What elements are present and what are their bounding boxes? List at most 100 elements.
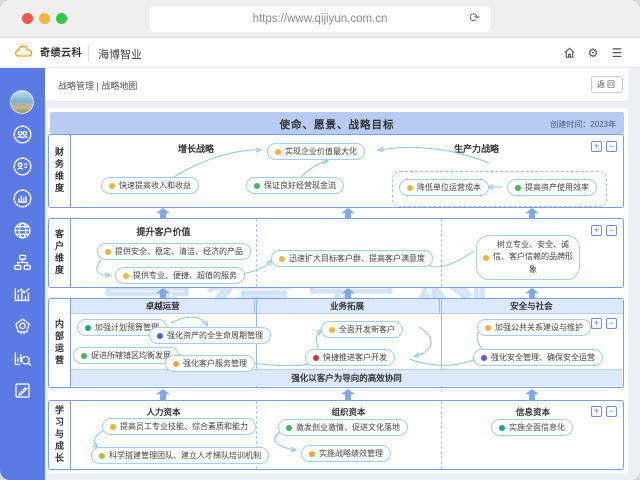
status-dot [485, 324, 491, 331]
column-divider [441, 219, 442, 287]
logo-text: 奇绩云科 [40, 47, 82, 59]
status-dot [81, 352, 87, 359]
strategy-node[interactable]: 加强公共关系建设与维护 [477, 319, 591, 336]
bar-chart-icon[interactable] [13, 189, 32, 208]
row-finance: 财务维度 + − 增长战略 生产力战略 实现企业价值最大化 快速提高收入和收益 [48, 134, 624, 208]
strategy-node[interactable]: 强化安全管理、确保安全运营 [473, 349, 603, 366]
users-icon[interactable] [13, 125, 32, 144]
strategy-label: 生产力战略 [453, 144, 499, 154]
status-dot [105, 248, 111, 255]
column-divider [441, 401, 442, 469]
status-dot [309, 450, 315, 457]
zoom-controls: + − [591, 318, 617, 329]
zoom-out-button[interactable]: − [606, 141, 617, 152]
strategy-node[interactable]: 快速提高收入和收益 [101, 177, 199, 194]
zoom-controls: + − [591, 141, 617, 152]
column-headers: 卓越运营 业务拓展 安全与社会 [71, 299, 623, 314]
back-button[interactable]: 返回 [591, 76, 623, 93]
status-dot [329, 326, 335, 333]
strategy-node[interactable]: 促进所辖镇区均衡发展 [73, 347, 179, 364]
app-header: 奇绩云科 海博智业 ⚙ ☰ [0, 38, 640, 68]
avatar[interactable] [10, 90, 34, 114]
url-text: https://www.qijiyun.com.cn [252, 13, 388, 25]
up-arrow [156, 389, 170, 400]
menu-icon[interactable]: ☰ [611, 46, 623, 60]
status-dot [123, 272, 129, 279]
zoom-out-button[interactable]: − [606, 406, 617, 417]
column-header: 安全与社会 [510, 301, 553, 311]
gear-icon[interactable]: ⚙ [587, 46, 599, 60]
up-arrow [525, 288, 539, 299]
strategy-node[interactable]: 实施战略绩效管理 [301, 445, 391, 462]
strategy-node[interactable]: 提高员工专业技能、综合素质和能力 [102, 418, 256, 435]
analysis-search-icon[interactable] [13, 349, 32, 368]
minimize-window-button[interactable] [39, 13, 50, 24]
up-arrow [156, 208, 170, 219]
row-internal: 内部运营 卓越运营 业务拓展 安全与社会 + − [48, 298, 624, 388]
strategy-node[interactable]: 提高资产使用效率 [507, 179, 597, 196]
edit-icon[interactable] [13, 381, 32, 400]
status-dot [286, 424, 292, 431]
up-arrow [341, 208, 355, 219]
zoom-in-button[interactable]: + [591, 318, 602, 329]
strategy-node[interactable]: 迅速扩大目标客户群、提高客户满意度 [271, 250, 433, 267]
logo[interactable]: 奇绩云科 [14, 43, 82, 59]
status-dot [254, 182, 260, 189]
strategy-node[interactable]: 强化客户服务管理 [165, 355, 255, 372]
sidebar [0, 68, 45, 480]
status-dot [110, 423, 116, 430]
column-header: 卓越运营 [71, 299, 256, 313]
map-title: 使命、愿景、战略目标 [279, 119, 395, 131]
maximize-window-button[interactable] [56, 13, 67, 24]
strategy-node[interactable]: 提供安全、稳定、清洁、经济的产品 [97, 243, 251, 260]
column-header: 业务拓展 [255, 299, 440, 313]
strategy-node[interactable]: 实现企业价值最大化 [267, 143, 365, 160]
status-dot [275, 148, 281, 155]
report-icon[interactable] [13, 285, 32, 304]
dimension-label: 客户维度 [49, 219, 71, 287]
status-dot [407, 184, 413, 191]
zoom-in-button[interactable]: + [591, 406, 602, 417]
breadcrumb-bar: 战略管理 | 战略地图 返回 [45, 68, 628, 102]
strategy-node[interactable]: 快捷推进客户开发 [305, 349, 395, 366]
zoom-in-button[interactable]: + [591, 225, 602, 236]
home-icon[interactable] [562, 46, 576, 60]
column-header: 信息资本 [515, 407, 550, 417]
strategy-node[interactable]: 科学搭建管理团队、建立人才梯队培训机制 [91, 447, 269, 464]
address-bar[interactable]: https://www.qijiyun.com.cn ⟳ [150, 6, 490, 32]
strategy-node[interactable]: 强化资产的全生命周期管理 [149, 327, 271, 344]
dimension-label: 内部运营 [49, 299, 71, 387]
breadcrumb: 战略管理 | 战略地图 [58, 81, 138, 91]
main-content: 战略管理 | 战略地图 返回 奇绩云科 使命、愿景、战略目标 创建时间：2023… [45, 68, 640, 480]
badge-icon[interactable] [13, 317, 32, 336]
status-dot [157, 332, 163, 339]
strategy-node[interactable]: 保证良好经营现金流 [246, 177, 344, 194]
zoom-out-button[interactable]: − [606, 225, 617, 236]
row-learning: 学习与成长 + − 人力资本 组织资本 信息资本 提高员工专业技能、综合素质和能… [48, 400, 624, 470]
strategy-node[interactable]: 全面开发新客户 [321, 321, 403, 338]
status-dot [515, 184, 521, 191]
reload-icon[interactable]: ⟳ [469, 10, 480, 25]
node-group [392, 171, 607, 207]
strategy-node[interactable]: 实施全面信息化 [491, 419, 573, 436]
column-header: 组织资本 [331, 407, 366, 417]
org-chart-icon[interactable] [13, 253, 32, 272]
zoom-in-button[interactable]: + [591, 141, 602, 152]
close-window-button[interactable] [22, 13, 33, 24]
strategy-node[interactable]: 激发创业激情，促进文化落地 [278, 419, 408, 436]
status-dot [99, 452, 105, 459]
contact-card-icon[interactable] [13, 157, 32, 176]
strategy-node[interactable]: 树立专业、安全、诚信、客户信赖的品牌形象 [476, 235, 580, 281]
strategy-node[interactable]: 提供专业、便捷、超值的服务 [115, 267, 245, 284]
synergy-band: 强化以客户为导向的高效协同 [71, 369, 622, 386]
up-arrow [341, 389, 355, 400]
zoom-controls: + − [591, 225, 617, 236]
up-arrow [156, 288, 170, 299]
zoom-out-button[interactable]: − [606, 318, 617, 329]
status-dot [85, 324, 91, 331]
strategy-node[interactable]: 降低单位运营成本 [399, 179, 489, 196]
status-dot [109, 182, 115, 189]
column-header: 人力资本 [146, 407, 181, 417]
globe-icon[interactable] [13, 221, 32, 240]
